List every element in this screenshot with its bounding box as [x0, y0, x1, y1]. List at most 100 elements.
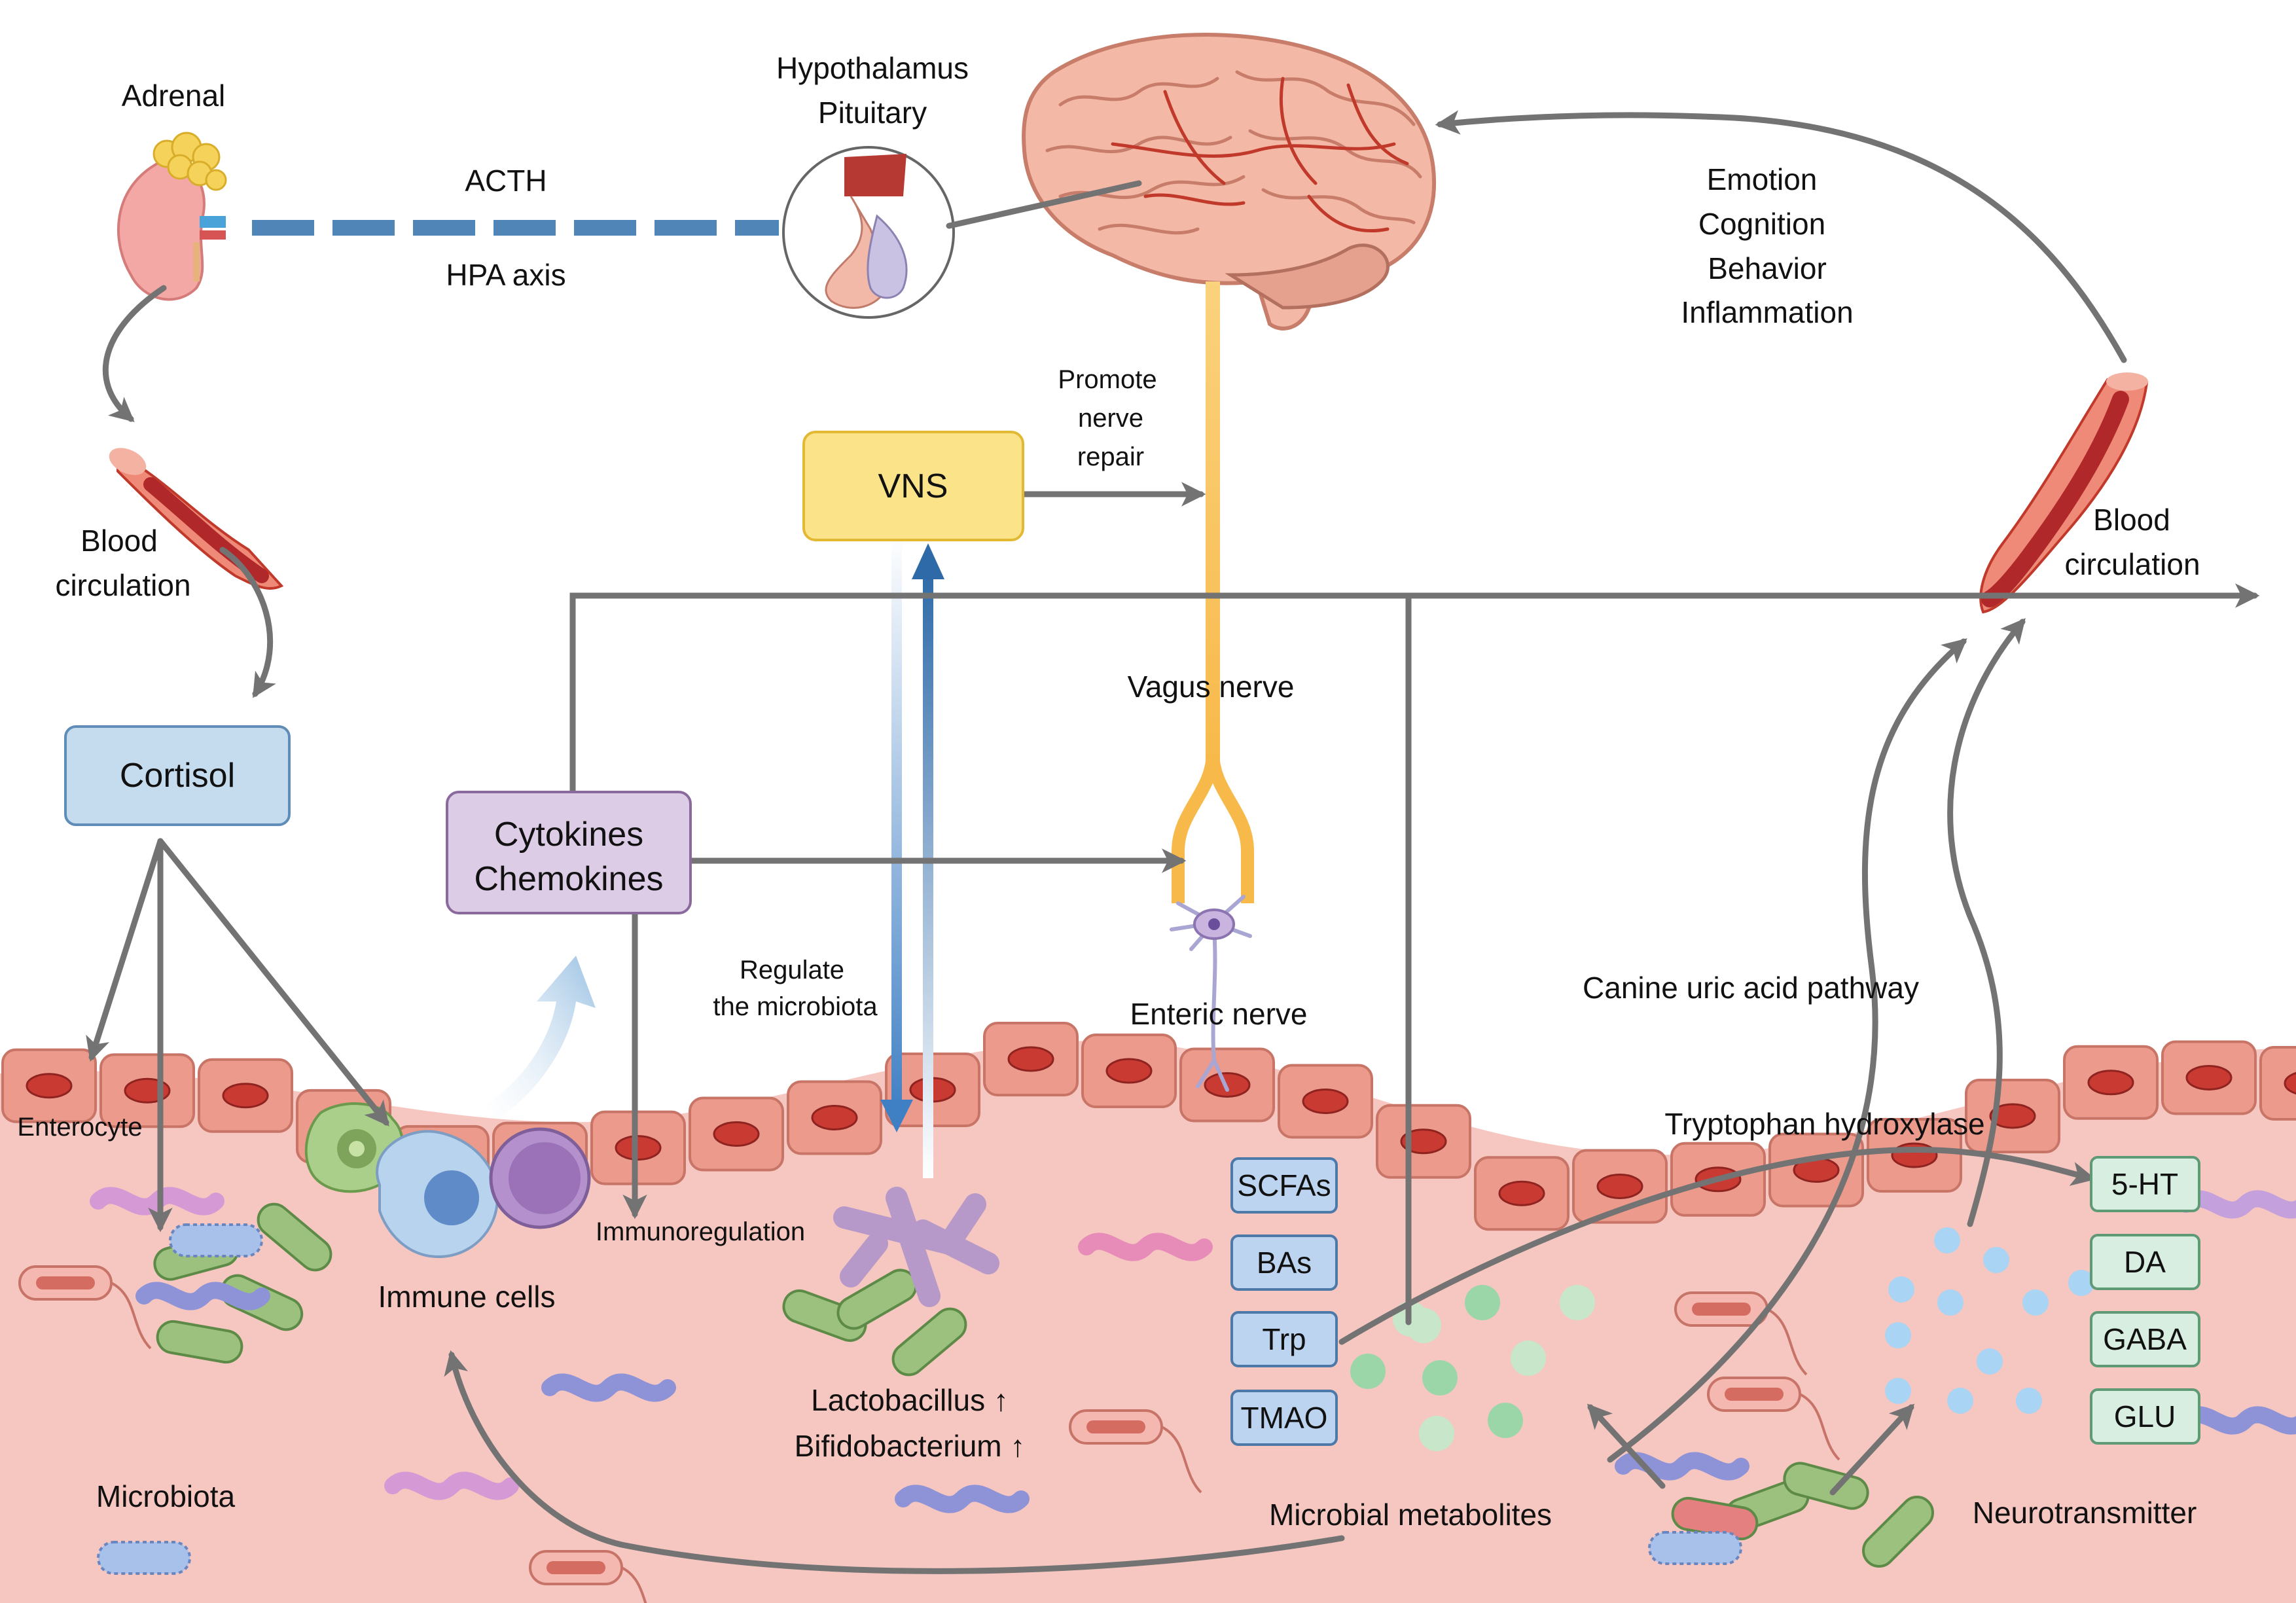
arrow-microbes-to-neurotransmitter	[1829, 1403, 1915, 1496]
promote-label-line2: nerve	[1078, 404, 1143, 433]
vns-label: VNS	[878, 467, 948, 505]
bacteria-icon	[1707, 1377, 1840, 1461]
neurotransmitter-dot	[1947, 1388, 1973, 1414]
blood-vessel-icon	[1979, 372, 2149, 614]
bacteria-layer	[18, 1187, 2296, 1603]
enterocyte-cell	[1081, 1034, 1177, 1108]
blood-circulation-right-line1: Blood	[2093, 503, 2170, 537]
bacteria-icon	[384, 1471, 519, 1500]
enterocyte-cell	[689, 1096, 784, 1172]
inflammation-label: Inflammation	[1681, 295, 1853, 329]
bacteria-icon	[782, 1289, 867, 1342]
enterocyte-cell	[1376, 1104, 1471, 1179]
metabolite-box: Trp	[1230, 1311, 1338, 1367]
blood-circulation-left-line2: circulation	[55, 568, 190, 602]
acth-label: ACTH	[465, 164, 547, 198]
metabolite-dot	[1419, 1416, 1454, 1451]
bacteria-icon	[895, 1485, 1030, 1513]
chemokines-label: Chemokines	[474, 860, 663, 898]
vagus-nerve-label: Vagus nerve	[1128, 670, 1295, 704]
metabolite-label: BAs	[1257, 1246, 1312, 1280]
canine-uric-acid-pathway-label: Canine uric acid pathway	[1583, 971, 1919, 1005]
neurotransmitter-box: GLU	[2090, 1388, 2200, 1445]
immunoregulation-label: Immunoregulation	[596, 1217, 805, 1246]
bacteria-icon	[156, 1320, 243, 1364]
blood-circulation-left-line1: Blood	[81, 524, 158, 558]
bacteria-icon	[1648, 1531, 1742, 1565]
bacteria-icon	[2178, 1190, 2296, 1219]
bacteria-icon	[257, 1202, 332, 1272]
cognition-label: Cognition	[1698, 207, 1825, 241]
microbial-metabolites-label: Microbial metabolites	[1269, 1498, 1552, 1532]
lactobacillus-label: Lactobacillus ↑	[811, 1383, 1009, 1417]
bacteria-icon	[1078, 1233, 1213, 1261]
metabolite-label: Trp	[1262, 1322, 1306, 1356]
vns-box: VNS	[802, 431, 1024, 541]
cortisol-box: Cortisol	[64, 725, 291, 826]
enterocyte-cell	[1278, 1064, 1373, 1139]
arrow-microbes-to-metabolites	[1587, 1403, 1666, 1489]
neuron-icon	[1170, 895, 1252, 1092]
arrow-trp-to-5ht	[1338, 1147, 2096, 1345]
vagus-nerve	[1172, 281, 1254, 903]
bacteria-icon	[97, 1541, 191, 1575]
enterocyte-cell	[198, 1058, 293, 1133]
enterocyte-cell	[2161, 1040, 2257, 1115]
metabolite-dot	[1465, 1285, 1500, 1320]
metabolite-label: TMAO	[1241, 1401, 1328, 1435]
bacteria-icon	[833, 1187, 999, 1307]
arrow-neurotransmitter-to-blood	[1947, 618, 2026, 1227]
enterocyte-cell	[1, 1048, 97, 1123]
enterocyte-cell	[1474, 1156, 1570, 1231]
neurotransmitter-box-label: DA	[2124, 1245, 2166, 1279]
bacteria-icon	[169, 1223, 263, 1257]
bacteria-icon	[90, 1187, 224, 1216]
neurotransmitter-dot	[1977, 1348, 2003, 1375]
metabolite-dot	[1488, 1403, 1523, 1438]
neurotransmitter-dot	[1983, 1247, 2009, 1273]
neurotransmitter-box: GABA	[2090, 1311, 2200, 1367]
enterocyte-cell	[2063, 1045, 2159, 1120]
adrenal-label: Adrenal	[122, 79, 226, 113]
metabolite-box: BAs	[1230, 1234, 1338, 1291]
behavior-label: Behavior	[1708, 251, 1827, 285]
bacteria-icon	[529, 1550, 647, 1603]
microbiota-label: Microbiota	[96, 1479, 236, 1513]
metabolite-dot	[1511, 1341, 1546, 1376]
bacteria-icon	[891, 1307, 967, 1377]
metabolite-box: TMAO	[1230, 1390, 1338, 1446]
neurotransmitter-box-label: GABA	[2103, 1322, 2187, 1356]
tryptophan-hydroxylase-label: Tryptophan hydroxylase	[1664, 1107, 1984, 1141]
arrow-blood-to-brain	[1435, 110, 2127, 363]
arrow-adrenal-to-blood	[102, 285, 167, 422]
cytokines-label: Cytokines	[494, 816, 643, 854]
cytokines-box: Cytokines Chemokines	[446, 791, 692, 914]
enterocyte-label: Enterocyte	[17, 1113, 142, 1142]
neurotransmitter-dot	[1934, 1227, 1960, 1253]
metabolite-dot	[1350, 1354, 1386, 1389]
pituitary-brain-link	[946, 180, 1142, 229]
neurotransmitter-dot	[1885, 1378, 1911, 1404]
bacteria-icon	[1069, 1409, 1202, 1494]
hypothalamus-label: Hypothalamus	[776, 51, 969, 85]
immune-cells-label: Immune cells	[378, 1280, 556, 1314]
neurotransmitter-dot	[1937, 1289, 1964, 1316]
enterocyte-cell	[787, 1080, 882, 1155]
neurotransmitter-dot	[1888, 1276, 1914, 1303]
secretion-arrow	[484, 956, 596, 1119]
arrow-kynurenine-to-blood	[1607, 638, 1967, 1463]
bifidobacterium-label: Bifidobacterium ↑	[795, 1429, 1026, 1463]
neurotransmitter-label: Neurotransmitter	[1973, 1496, 2197, 1530]
neurotransmitter-box: DA	[2090, 1234, 2200, 1290]
metabolite-label: SCFAs	[1237, 1168, 1331, 1202]
promote-label-line3: repair	[1077, 442, 1144, 471]
bacteria-icon	[541, 1373, 676, 1402]
metabolite-box: SCFAs	[1230, 1157, 1338, 1214]
enterocyte-cell	[590, 1110, 686, 1185]
vns-signal-arrows	[880, 533, 944, 1178]
brain-icon	[1022, 32, 1436, 331]
enterocyte-cell	[99, 1053, 195, 1128]
promote-label-line1: Promote	[1058, 365, 1157, 394]
metabolite-dots	[1350, 1227, 2094, 1451]
